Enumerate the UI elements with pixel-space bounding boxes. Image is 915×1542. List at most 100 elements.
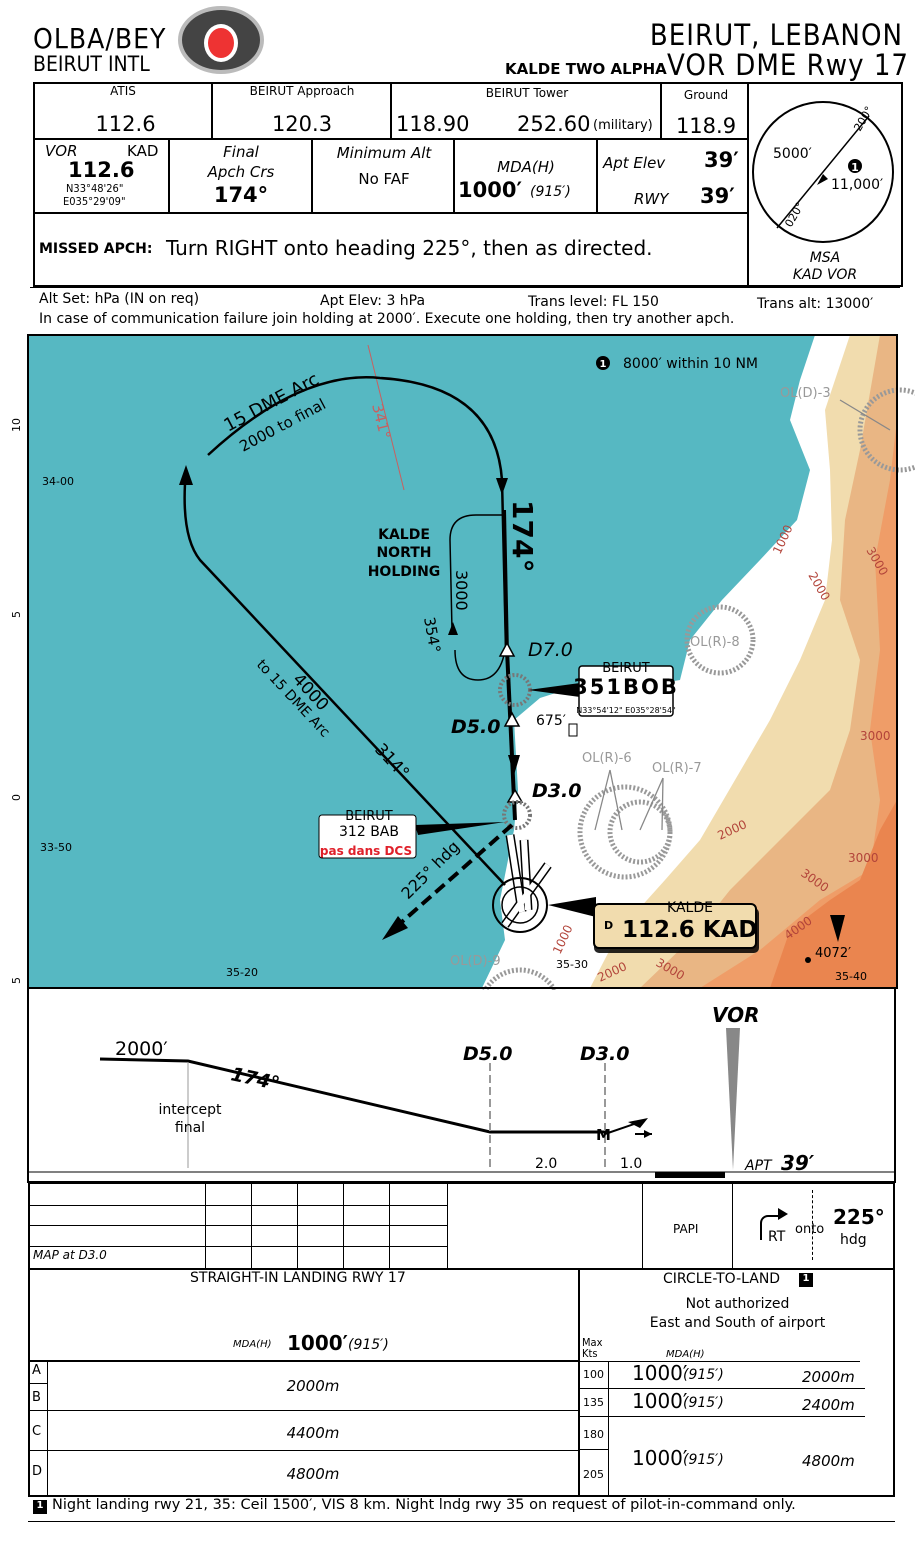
ndb-bab-ident: 312 BAB bbox=[339, 824, 399, 840]
circle-note-line1: Not authorized bbox=[685, 1296, 790, 1312]
radial-341-line bbox=[367, 344, 405, 491]
comm-failure-note: In case of communication failure join ho… bbox=[39, 311, 735, 327]
msa-divider bbox=[776, 115, 870, 229]
comm-freq-ground[interactable]: 118.9 bbox=[675, 114, 737, 138]
fix-d5-icon bbox=[503, 711, 521, 727]
profile-view: 2000′ 174° intercept final D5.0 D3.0 VOR… bbox=[27, 988, 896, 1183]
final-course-label: 174° bbox=[506, 500, 539, 572]
comm-freq-approach[interactable]: 120.3 bbox=[271, 112, 333, 136]
map-graphic bbox=[415, 822, 505, 835]
contour-label: 3000 bbox=[860, 729, 891, 743]
map-graphic bbox=[27, 988, 896, 1183]
approach-title: VOR DME Rwy 17 bbox=[667, 48, 910, 82]
fix-d3-icon bbox=[506, 788, 524, 803]
apt-elev-profile: 39′ bbox=[781, 1151, 815, 1175]
final-crs-value: 174° bbox=[213, 183, 269, 207]
fix-d7-icon bbox=[498, 641, 516, 657]
terrain-2000 bbox=[640, 335, 897, 988]
map-graphic bbox=[548, 897, 596, 917]
min-alt-value: No FAF bbox=[358, 170, 410, 188]
ndb-bab-name: BEIRUT bbox=[345, 809, 393, 824]
category-a: A bbox=[32, 1363, 41, 1378]
lon-label-35-30: 35-30 bbox=[556, 958, 588, 971]
map-graphic bbox=[382, 916, 408, 940]
turn-right-icon bbox=[760, 1215, 780, 1240]
comm-freq-tower-military[interactable]: 252.60 bbox=[517, 112, 591, 136]
map-graphic bbox=[454, 649, 506, 681]
rwy-elev-label: RWY bbox=[634, 190, 669, 208]
map-graphic: D7.0 D5.0 D3.0 bbox=[451, 639, 581, 802]
circle-mda-height-135: (915′) bbox=[683, 1395, 724, 1411]
comm-freq-tower[interactable]: 118.90 bbox=[396, 112, 470, 136]
circle-mda-label: MDA(H) bbox=[666, 1349, 705, 1360]
plan-view-map: OL(R)-8 OL(R)-6 OL(R)-7 OL(D)-3 OL(D)-9 … bbox=[10, 334, 915, 990]
ndb-bob-name: BEIRUT bbox=[602, 661, 650, 676]
final-track bbox=[502, 509, 509, 656]
circle-mda-100: 1000′ bbox=[632, 1361, 688, 1385]
descent-profile bbox=[99, 1057, 605, 1134]
runway-profile bbox=[655, 1172, 725, 1178]
map-marker: M bbox=[596, 1126, 611, 1144]
map-label: 0 bbox=[10, 794, 23, 801]
label-olr8: OL(R)-8 bbox=[690, 635, 740, 650]
map-graphic bbox=[448, 622, 458, 635]
fix-d3-label: D3.0 bbox=[532, 780, 581, 802]
map-graphic bbox=[609, 769, 623, 831]
trans-alt-note: Trans alt: 13000′ bbox=[757, 296, 874, 312]
holding-pattern bbox=[449, 514, 504, 631]
vor-ident: KAD bbox=[127, 142, 159, 160]
comm-label-approach: BEIRUT Approach bbox=[249, 84, 355, 98]
circle-vis-cd: 4800m bbox=[802, 1452, 855, 1470]
lon-label-35-40: 35-40 bbox=[835, 970, 867, 983]
comm-freq-atis[interactable]: 112.6 bbox=[95, 112, 156, 136]
msa-note: 8000′ within 10 NM bbox=[623, 356, 758, 372]
circle-mda-cd: 1000′ bbox=[632, 1446, 688, 1470]
note-icon bbox=[596, 356, 610, 370]
profile-vor: VOR bbox=[712, 1003, 760, 1027]
msa-sector-west: 5000′ bbox=[773, 146, 812, 162]
lon-label-35-20: 35-20 bbox=[226, 966, 258, 979]
lat-label-34-00: 34-00 bbox=[42, 475, 74, 488]
circle-mda-135: 1000′ bbox=[632, 1389, 688, 1413]
profile-d5: D5.0 bbox=[463, 1043, 512, 1065]
comm-label-ground: Ground bbox=[683, 88, 729, 102]
map-label: 10 bbox=[10, 418, 23, 432]
runway-03 bbox=[502, 863, 551, 927]
circle-title: CIRCLE-TO-LAND bbox=[663, 1271, 781, 1287]
msa-note-num: 1 bbox=[851, 161, 859, 174]
holding-name: KALDE bbox=[378, 527, 430, 543]
map-label: 5 bbox=[10, 977, 23, 984]
max-kts-label: Max Kts bbox=[582, 1336, 603, 1360]
airport-name: BEIRUT INTL bbox=[33, 52, 150, 76]
apt-elev-label: Apt Elev bbox=[603, 154, 666, 172]
missed-approach-text: Turn RIGHT onto heading 225°, then as di… bbox=[166, 236, 653, 260]
vor-kad-name: KALDE bbox=[667, 900, 713, 916]
procedure-name: KALDE TWO ALPHA bbox=[505, 60, 667, 78]
map-label: 1 bbox=[600, 359, 607, 370]
map-graphic: OL(R)-8 OL(R)-6 OL(R)-7 OL(D)-3 OL(D)-9 bbox=[450, 386, 831, 969]
hdg-label: hdg bbox=[840, 1232, 867, 1248]
circle-mda-height-100: (915′) bbox=[683, 1367, 724, 1383]
category-b: B bbox=[32, 1390, 41, 1405]
msa-note-icon bbox=[848, 159, 862, 173]
peak-elevation: 4072′ bbox=[815, 946, 851, 961]
mda-height: (915′) bbox=[530, 184, 571, 200]
map-graphic bbox=[501, 886, 539, 924]
msa-diagram: 1 5000′ 11,000′ 200° 020° MSA KAD VOR bbox=[752, 101, 894, 283]
vor-kad-dme-prefix: D bbox=[604, 919, 613, 932]
vor-marker bbox=[726, 1028, 740, 1170]
category-c: C bbox=[32, 1424, 42, 1439]
distance-d5-d3: 2.0 bbox=[535, 1156, 557, 1172]
map-label: final bbox=[175, 1120, 205, 1136]
circle-kts-135: 135 bbox=[583, 1396, 604, 1409]
map-graphic bbox=[502, 834, 551, 927]
label-old3: OL(D)-3 bbox=[780, 386, 831, 401]
ndb-bab-icon bbox=[502, 800, 532, 830]
circle-vis-100: 2000m bbox=[802, 1368, 855, 1386]
straight-vis-ab: 2000m bbox=[286, 1377, 340, 1395]
circle-kts-180: 180 bbox=[583, 1428, 604, 1441]
straight-in-title: STRAIGHT-IN LANDING RWY 17 bbox=[190, 1270, 406, 1286]
vor-lon: E035°29'09" bbox=[63, 195, 126, 208]
profile-d3: D3.0 bbox=[580, 1043, 629, 1065]
holding-altitude: 3000 bbox=[452, 570, 471, 611]
